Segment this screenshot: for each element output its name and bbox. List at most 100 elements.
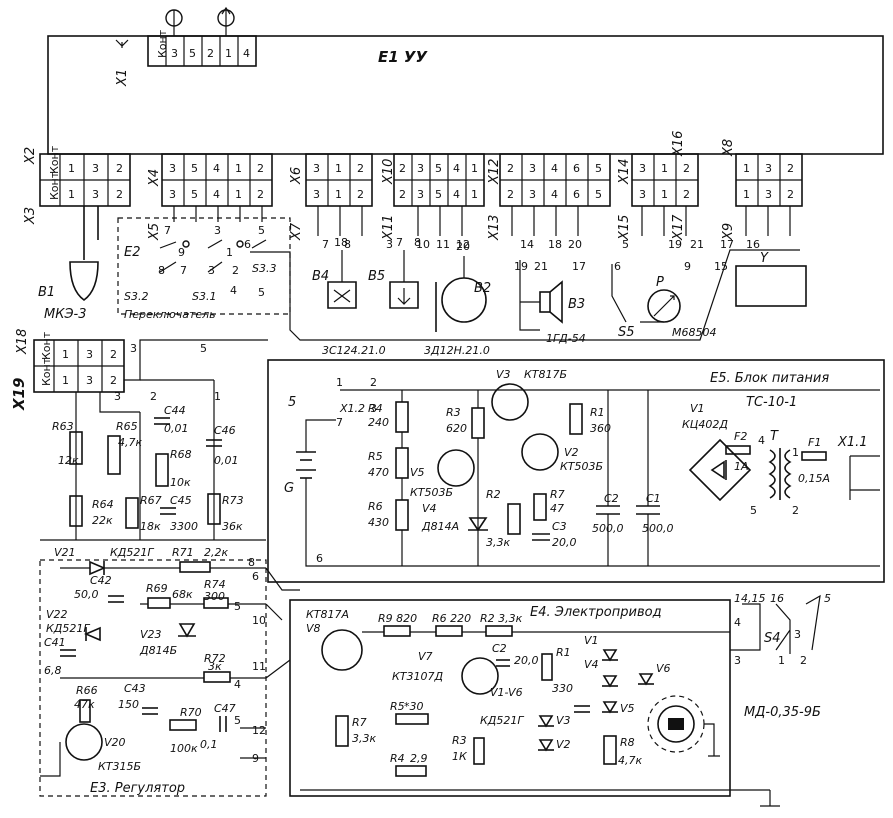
svg-text:2: 2 bbox=[683, 162, 690, 175]
svg-text:R70: R70 bbox=[180, 706, 202, 719]
svg-text:МД-0,35-9Б: МД-0,35-9Б bbox=[744, 705, 821, 720]
svg-text:2: 2 bbox=[110, 348, 117, 361]
svg-text:R8: R8 bbox=[620, 736, 635, 749]
svg-text:Д814Б: Д814Б bbox=[139, 644, 177, 657]
svg-text:1: 1 bbox=[661, 188, 668, 201]
svg-text:КД521Г: КД521Г bbox=[46, 622, 90, 635]
svg-text:3: 3 bbox=[639, 162, 646, 175]
svg-text:7: 7 bbox=[164, 224, 171, 237]
svg-text:Конт: Конт bbox=[40, 357, 53, 386]
svg-text:КТ315Б: КТ315Б bbox=[98, 760, 141, 773]
svg-text:*30: *30 bbox=[404, 700, 424, 713]
svg-text:47: 47 bbox=[550, 502, 564, 515]
svg-text:20: 20 bbox=[456, 240, 470, 253]
svg-text:Конт: Конт bbox=[40, 331, 53, 360]
x13-label: X13 bbox=[487, 215, 502, 241]
svg-text:5: 5 bbox=[234, 600, 241, 613]
svg-text:3: 3 bbox=[370, 402, 377, 415]
svg-text:3: 3 bbox=[794, 628, 801, 641]
header-x14: 3 1 2 3 1 2 bbox=[631, 153, 699, 207]
svg-text:2: 2 bbox=[787, 188, 794, 201]
svg-text:21: 21 bbox=[534, 260, 548, 273]
svg-text:150: 150 bbox=[118, 698, 139, 711]
svg-text:6: 6 bbox=[252, 570, 259, 583]
header-x4: 3 5 4 1 2 3 5 4 1 2 bbox=[161, 153, 273, 207]
top-pin-1: 3 bbox=[171, 47, 178, 60]
svg-text:V7: V7 bbox=[418, 650, 433, 663]
svg-text:300: 300 bbox=[204, 590, 225, 603]
top-terminal-right bbox=[217, 6, 235, 36]
svg-text:2: 2 bbox=[370, 376, 377, 389]
svg-text:9: 9 bbox=[684, 260, 691, 273]
svg-text:6: 6 bbox=[573, 188, 580, 201]
header-x18: Конт Конт 1 3 2 1 3 2 bbox=[33, 331, 125, 393]
x6-label: X6 bbox=[289, 167, 304, 185]
relay-y: Y 15 bbox=[714, 251, 807, 307]
svg-text:Конт: Конт bbox=[48, 145, 61, 174]
svg-text:5: 5 bbox=[750, 504, 757, 517]
e1-title: E1 УУ bbox=[378, 48, 428, 66]
svg-text:18: 18 bbox=[548, 238, 562, 251]
svg-text:R4: R4 bbox=[390, 752, 405, 765]
svg-text:R7: R7 bbox=[550, 488, 565, 501]
svg-text:3: 3 bbox=[417, 162, 424, 175]
svg-text:5: 5 bbox=[191, 162, 198, 175]
top-pin-5: 4 bbox=[243, 47, 250, 60]
svg-text:21: 21 bbox=[690, 238, 704, 251]
svg-text:1: 1 bbox=[62, 348, 69, 361]
svg-text:V1: V1 bbox=[690, 402, 705, 415]
svg-text:E4. Электропривод: E4. Электропривод bbox=[530, 605, 662, 620]
svg-text:C1: C1 bbox=[646, 492, 661, 505]
svg-text:C46: C46 bbox=[214, 424, 236, 437]
x10-label: X10 bbox=[381, 159, 396, 185]
svg-text:1: 1 bbox=[62, 374, 69, 387]
svg-text:B4: B4 bbox=[312, 269, 329, 284]
svg-text:2: 2 bbox=[787, 162, 794, 175]
svg-text:4: 4 bbox=[551, 188, 558, 201]
svg-text:1: 1 bbox=[235, 188, 242, 201]
svg-text:4,7к: 4,7к bbox=[618, 754, 642, 767]
svg-text:16: 16 bbox=[746, 238, 760, 251]
svg-text:5: 5 bbox=[435, 188, 442, 201]
svg-text:10к: 10к bbox=[170, 476, 191, 489]
svg-text:C2: C2 bbox=[604, 492, 619, 505]
svg-text:330: 330 bbox=[552, 682, 573, 695]
switch-block-e2: E2 S3.2 S3.1 S3.3 Переключатель 7 9 7 3 … bbox=[117, 217, 291, 321]
svg-text:C45: C45 bbox=[170, 494, 192, 507]
svg-text:E2: E2 bbox=[124, 245, 141, 260]
svg-text:240: 240 bbox=[368, 416, 389, 429]
svg-text:3: 3 bbox=[130, 342, 137, 355]
svg-text:V4: V4 bbox=[422, 502, 437, 515]
svg-text:5: 5 bbox=[435, 162, 442, 175]
svg-text:R9 820: R9 820 bbox=[378, 612, 417, 625]
svg-text:3,3к: 3,3к bbox=[486, 536, 510, 549]
svg-text:P: P bbox=[656, 275, 664, 290]
svg-text:3: 3 bbox=[765, 162, 772, 175]
svg-text:3: 3 bbox=[417, 188, 424, 201]
svg-text:6: 6 bbox=[244, 238, 251, 251]
svg-text:Д814А: Д814А bbox=[421, 520, 459, 533]
svg-text:V5: V5 bbox=[410, 466, 425, 479]
x14-label: X14 bbox=[617, 159, 632, 185]
svg-text:7: 7 bbox=[336, 416, 343, 429]
svg-text:14: 14 bbox=[520, 238, 534, 251]
svg-text:R1: R1 bbox=[556, 646, 571, 659]
svg-text:V1: V1 bbox=[584, 634, 599, 647]
svg-text:R66: R66 bbox=[76, 684, 98, 697]
svg-text:B3: B3 bbox=[568, 297, 585, 312]
svg-text:X1.2: X1.2 bbox=[339, 402, 365, 415]
svg-text:3С124.21.0: 3С124.21.0 bbox=[322, 344, 386, 357]
svg-text:4: 4 bbox=[234, 678, 241, 691]
svg-text:2: 2 bbox=[800, 654, 807, 667]
svg-text:1А: 1А bbox=[734, 460, 749, 473]
svg-text:3: 3 bbox=[86, 374, 93, 387]
switch-s5: S5 6 bbox=[611, 260, 664, 340]
x3-label: X3 bbox=[23, 207, 38, 225]
svg-text:0,01: 0,01 bbox=[164, 422, 189, 435]
svg-text:R3: R3 bbox=[452, 734, 467, 747]
x2-label: X2 bbox=[23, 147, 38, 165]
svg-text:6: 6 bbox=[573, 162, 580, 175]
svg-text:3,3к: 3,3к bbox=[352, 732, 376, 745]
meter-p: P М68504 9 bbox=[647, 260, 716, 339]
svg-text:КД521Г: КД521Г bbox=[110, 546, 154, 559]
